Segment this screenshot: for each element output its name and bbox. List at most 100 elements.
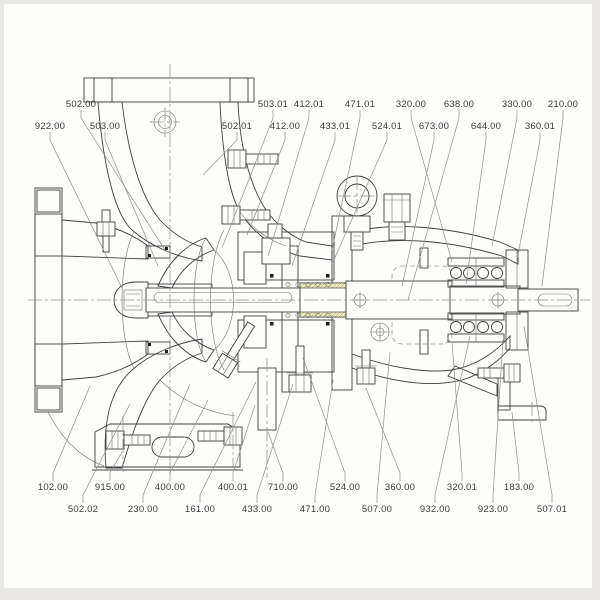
leader-line: [332, 132, 388, 263]
gland-bolt: [287, 345, 313, 393]
part-label-330.00: 330.00: [502, 99, 532, 110]
leader-line: [465, 132, 487, 285]
leader-line: [451, 341, 463, 481]
bracket-bottom-bolt: [355, 349, 377, 385]
part-label-320.01: 320.01: [447, 482, 477, 493]
leader-line: [82, 403, 131, 503]
part-label-502.01: 502.01: [222, 121, 252, 132]
leader-line: [401, 132, 435, 287]
leader-line: [142, 383, 191, 503]
leader-line: [80, 110, 166, 251]
part-label-400.01: 400.01: [218, 482, 248, 493]
part-label-360.00: 360.00: [385, 482, 415, 493]
leader-line: [410, 110, 453, 263]
leader-line: [221, 110, 274, 249]
leader-line: [267, 431, 284, 481]
leader-line: [376, 351, 391, 503]
bearing-cover: [505, 249, 529, 351]
leader-line: [511, 411, 520, 481]
page-edge-bottom: [0, 588, 600, 600]
leader-line: [407, 110, 460, 301]
part-label-471.01: 471.01: [345, 99, 375, 110]
volute-casing: [61, 77, 333, 469]
leader-lines: [49, 110, 564, 503]
page-edge-top: [0, 0, 600, 4]
part-label-320.00: 320.00: [396, 99, 426, 110]
part-label-503.01: 503.01: [258, 99, 288, 110]
gland-stud-angled: [212, 321, 256, 379]
part-label-673.00: 673.00: [419, 121, 449, 132]
part-label-922.00: 922.00: [35, 121, 65, 132]
suction-nozzle-wall-bottom: [61, 340, 149, 381]
ball-bearings: [447, 257, 505, 343]
part-label-230.00: 230.00: [128, 504, 158, 515]
discharge-flange: [83, 77, 255, 137]
leader-line: [109, 451, 123, 481]
leader-line: [199, 381, 257, 503]
leader-line: [516, 132, 541, 261]
casing-wall-upper-left: [97, 101, 203, 262]
constant-level-oiler: [370, 322, 390, 342]
part-label-433.00: 433.00: [242, 504, 272, 515]
leader-line: [232, 404, 256, 481]
casing-wall-lower-left: [104, 338, 203, 469]
foot-bolt-right: [197, 426, 243, 446]
leader-line: [52, 385, 91, 481]
page-edge-left: [0, 0, 4, 600]
support-foot-bolt: [477, 363, 521, 383]
part-label-102.00: 102.00: [38, 482, 68, 493]
part-label-915.00: 915.00: [95, 482, 125, 493]
leader-line: [267, 110, 310, 257]
part-label-644.00: 644.00: [471, 121, 501, 132]
mechanical-seal-springs: [285, 281, 331, 318]
part-label-183.00: 183.00: [504, 482, 534, 493]
leader-line: [302, 357, 346, 481]
part-label-360.01: 360.01: [525, 121, 555, 132]
part-label-524.00: 524.00: [330, 482, 360, 493]
leader-line: [541, 110, 564, 287]
part-label-524.01: 524.01: [372, 121, 402, 132]
part-label-210.00: 210.00: [548, 99, 578, 110]
leader-line: [491, 110, 518, 247]
centerlines: [28, 64, 590, 478]
leader-line: [314, 379, 334, 503]
leader-line: [492, 339, 504, 503]
leader-line: [104, 132, 159, 267]
part-label-932.00: 932.00: [420, 504, 450, 515]
cover-stud-upper: [227, 149, 279, 169]
part-label-412.01: 412.01: [294, 99, 324, 110]
part-label-507.01: 507.01: [537, 504, 567, 515]
part-label-502.02: 502.02: [68, 504, 98, 515]
part-label-923.00: 923.00: [478, 504, 508, 515]
gland-follower-top: [243, 251, 267, 285]
leader-line: [202, 132, 238, 176]
part-label-412.00: 412.00: [270, 121, 300, 132]
cover-stud-lower: [221, 205, 271, 225]
foot-bolt-left: [105, 430, 151, 450]
leader-line: [169, 399, 209, 481]
support-foot: [477, 363, 547, 424]
part-label-638.00: 638.00: [444, 99, 474, 110]
part-label-161.00: 161.00: [185, 504, 215, 515]
page-edge-right: [592, 0, 600, 600]
pump-foot: [92, 423, 243, 471]
part-label-433.01: 433.01: [320, 121, 350, 132]
suction-flange: [34, 187, 63, 413]
leader-line: [365, 387, 401, 481]
part-labels: 502.00 503.01 412.01 471.01 320.00 638.00 330.…: [35, 99, 578, 515]
part-label-502.00: 502.00: [66, 99, 96, 110]
part-label-471.00: 471.00: [300, 504, 330, 515]
leader-line: [49, 132, 123, 289]
leader-line: [331, 110, 361, 251]
leader-line: [291, 132, 336, 267]
leader-line: [246, 132, 286, 236]
part-label-710.00: 710.00: [268, 482, 298, 493]
oil-fill-plug: [383, 193, 411, 241]
casing-vent-stud: [96, 209, 116, 253]
part-label-507.00: 507.00: [362, 504, 392, 515]
leader-line: [523, 325, 553, 503]
leader-line: [256, 383, 294, 503]
part-label-400.00: 400.00: [155, 482, 185, 493]
